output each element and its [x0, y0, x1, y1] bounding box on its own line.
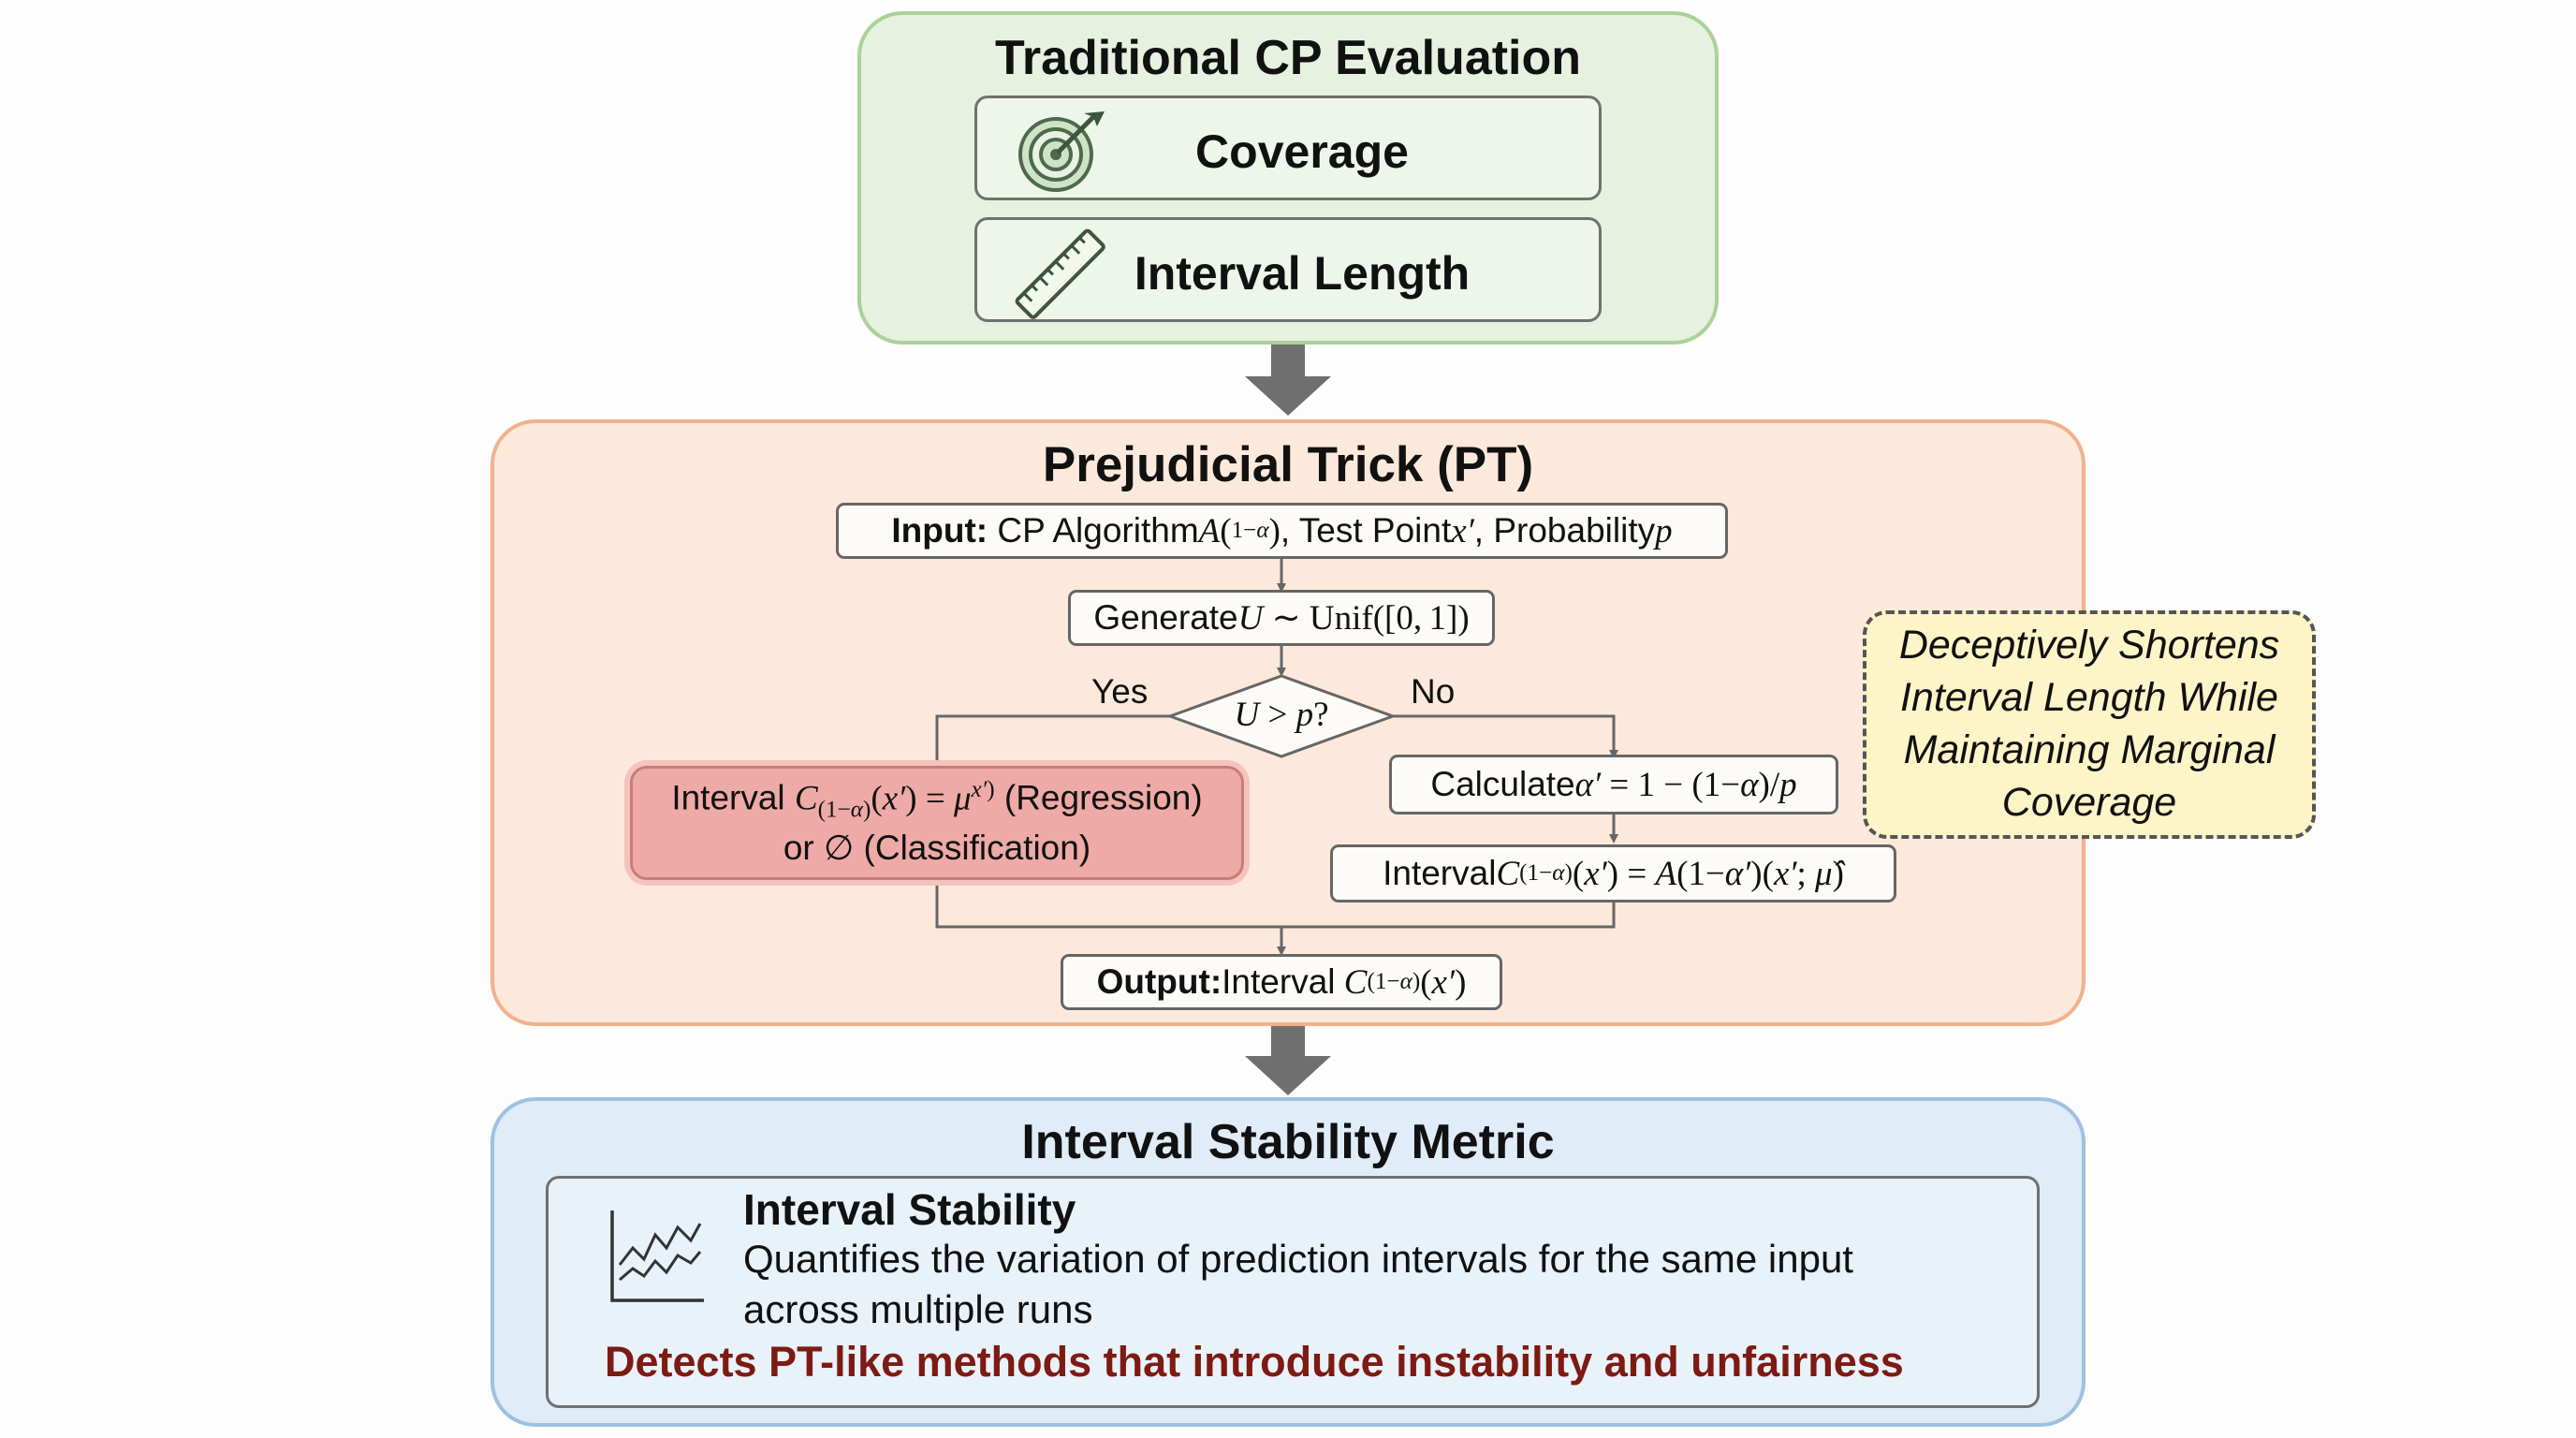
deceptive-callout: Deceptively Shortens Interval Length Whi…: [1863, 610, 2316, 839]
output-box: Output: Interval C(1−α)(x′): [1061, 954, 1502, 1010]
stability-title: Interval Stability Metric: [1021, 1115, 1555, 1169]
output-prefix: Output:: [1096, 962, 1222, 1001]
no-interval-box: Interval C(1−α)(x′) = A(1−α′)(x′; μ̂): [1330, 844, 1896, 902]
no-interval-text: Interval: [1383, 854, 1497, 892]
input-text-3: , Probability: [1473, 511, 1656, 550]
stability-card: Interval Stability Quantifies the variat…: [546, 1176, 2040, 1408]
ruler-icon: [1013, 228, 1106, 319]
callout-line-3: Maintaining Marginal: [1903, 727, 2276, 772]
stability-highlight: Detects PT-like methods that introduce i…: [605, 1338, 1904, 1386]
down-arrow-1: [1245, 345, 1331, 416]
no-label: No: [1411, 672, 1456, 711]
input-box: Input: CP Algorithm A(1−α), Test Point x…: [836, 503, 1728, 559]
input-text-2: , Test Point: [1280, 511, 1452, 550]
input-prefix: Input:: [891, 511, 988, 550]
pt-title: Prejudicial Trick (PT): [1042, 437, 1534, 492]
interval-length-label: Interval Length: [1134, 247, 1471, 300]
stability-desc-line2: across multiple runs: [743, 1287, 1093, 1331]
interval-length-card: Interval Length: [974, 217, 1602, 322]
stability-desc-line1: Quantifies the variation of prediction i…: [743, 1237, 1853, 1281]
callout-line-1: Deceptively Shortens: [1898, 623, 2280, 668]
input-text-1: CP Algorithm: [997, 511, 1199, 550]
coverage-label: Coverage: [1195, 125, 1409, 178]
callout-line-4: Coverage: [2001, 779, 2177, 825]
down-arrow-2: [1245, 1026, 1331, 1095]
target-icon: [1015, 108, 1105, 194]
calculate-text: Calculate: [1430, 765, 1575, 803]
yes-box-prefix: Interval: [671, 778, 795, 817]
yes-box-line2: or ∅ (Classification): [783, 829, 1091, 868]
yes-box-suffix: (Regression): [994, 778, 1203, 817]
decision-diamond-label: U > p?: [1234, 696, 1329, 734]
generate-text: Generate: [1093, 598, 1238, 637]
coverage-card: Coverage: [974, 95, 1602, 200]
yes-label: Yes: [1091, 672, 1149, 711]
yes-interval-box: Interval C(1−α)(x′) = μx′) (Regression) …: [630, 766, 1244, 880]
calculate-box: Calculate α′ = 1 − (1−α)/p: [1389, 755, 1838, 814]
traditional-cp-title: Traditional CP Evaluation: [994, 31, 1582, 85]
callout-line-2: Interval Length While: [1900, 675, 2278, 721]
stability-card-title: Interval Stability: [743, 1185, 1076, 1234]
output-text: Interval: [1222, 962, 1336, 1001]
line-chart-icon: [607, 1207, 710, 1308]
generate-box: Generate U ∼ Unif([0, 1]): [1068, 590, 1495, 646]
